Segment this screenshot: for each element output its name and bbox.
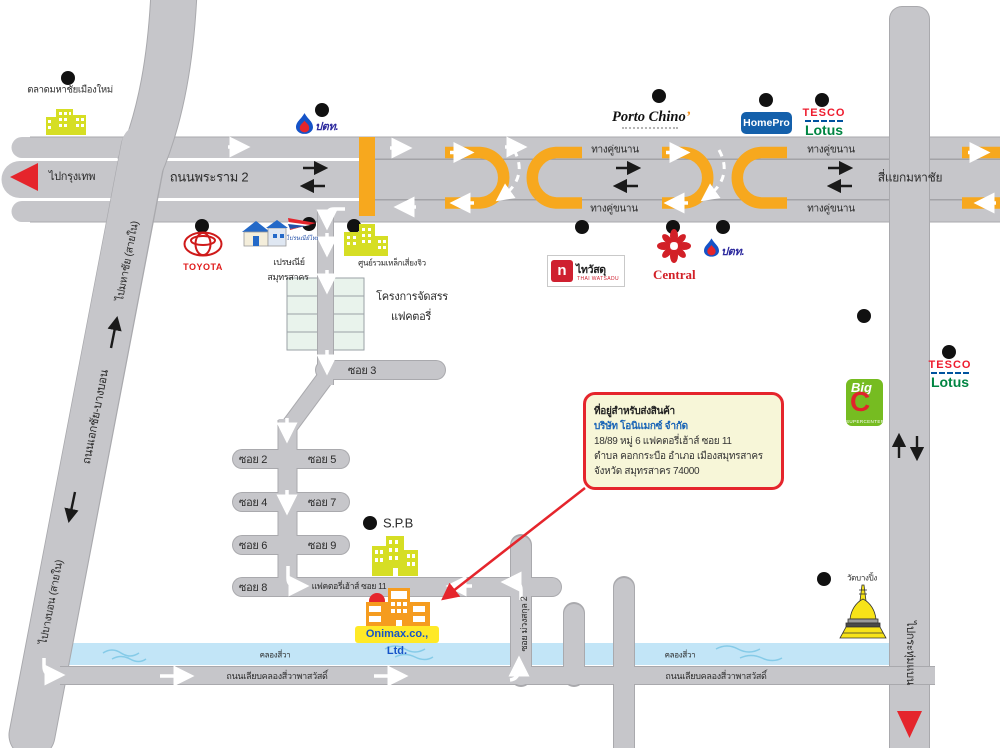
soi8-label: ซอย 8 <box>238 582 268 594</box>
poi-dots <box>61 71 956 586</box>
big-c-logo: Big C SUPERCENTER <box>846 379 883 426</box>
steel-center-building-icon <box>344 224 388 256</box>
factory-project-grid <box>286 277 365 351</box>
soi9-label: ซอย 9 <box>307 540 337 552</box>
mahachai-road <box>889 6 930 748</box>
ptt-flame-icon <box>296 113 313 134</box>
canal-waves <box>102 645 783 663</box>
canal-label-2: คลองสี่วา <box>664 650 696 660</box>
to-bangkok-label: ไปกรุงเทพ <box>48 171 96 183</box>
frontage-label-3: ทางคู่ขนาน <box>590 203 638 215</box>
post-office-icon: ไปรษณีย์ไทย <box>240 216 320 261</box>
ptt-flame-icon <box>704 238 719 257</box>
central-logo: Central <box>653 229 696 283</box>
thailand-post-label: ไปรษณีย์ไทย <box>286 234 318 242</box>
canal-road-label-2: ถนนเลียบคลองสี่วาพาสวัสดิ์ <box>665 671 767 681</box>
soi-roads <box>60 209 935 748</box>
soi5-label: ซอย 5 <box>307 454 337 466</box>
post-office-label-1: เปรษณีย์ <box>273 257 305 267</box>
central-flower-icon <box>657 229 692 263</box>
canal-road-label-1: ถนนเลียบคลองสี่วาพาสวัสดิ์ <box>226 671 328 681</box>
homepro-logo: HomePro <box>741 112 792 134</box>
market-label: ตลาดมหาชัยเมืองใหม่ <box>27 84 113 96</box>
soi3-label: ซอย 3 <box>347 365 377 377</box>
spb-building-icon <box>372 536 418 576</box>
to-krathum-baen-label: ไปกระทุ่มแบน <box>904 620 916 686</box>
delivery-address-note: ที่อยู่สำหรับส่งสินค้า บริษัท โอนิแมกซ์ … <box>583 392 784 490</box>
traffic-arrows-white <box>42 136 996 687</box>
steel-center-label: ศูนย์รวมเหล็กเสี่ยงจิว <box>358 258 426 268</box>
thai-watsadu-icon: n <box>551 260 573 282</box>
ptt-logo-2: ปตท. <box>704 238 745 260</box>
porto-chino-tagline <box>622 126 678 129</box>
post-office-label-2: สมุทรสาคร <box>267 272 309 282</box>
median-bar <box>359 137 375 216</box>
traffic-arrows-black <box>64 160 925 524</box>
soi2-label: ซอย 2 <box>238 454 268 466</box>
tesco-lotus-logo-1: TESCO Lotus <box>800 108 848 138</box>
tesco-dashes <box>800 120 848 122</box>
tesco-dashes <box>928 372 972 374</box>
market-building-icon <box>46 109 86 135</box>
canal <box>56 643 892 665</box>
south-direction-arrow <box>897 711 922 738</box>
temple-label: วัดบางปิ้ง <box>846 573 878 583</box>
factory-house-soi11-label: แฟคตอรี่เฮ้าส์ ซอย 11 <box>311 581 387 591</box>
ekkachai-road <box>8 0 198 748</box>
frontage-label-2: ทางคู่ขนาน <box>807 144 855 156</box>
toyota-logo: TOYOTA <box>183 231 223 272</box>
to-bangkok-arrow <box>10 163 38 191</box>
thai-watsadu-logo: n ไทวัสดุ THAI WATSADU <box>547 255 625 287</box>
soi6-label: ซอย 6 <box>238 540 268 552</box>
onimax-label: Onimax.co., Ltd. <box>355 626 439 657</box>
temple-icon <box>839 584 887 639</box>
soi4-label: ซอย 4 <box>238 497 268 509</box>
frontage-label-4: ทางคู่ขนาน <box>807 203 855 215</box>
spb-label: S.P.B <box>382 515 414 531</box>
note-pointer-arrow <box>441 487 586 601</box>
tesco-lotus-logo-2: TESCO Lotus <box>928 359 972 390</box>
ptt-logo-1: ปตท. <box>296 113 339 135</box>
muang-sakul-label: ซอย ม่วงสกุล 2 <box>519 596 529 652</box>
rama2-label: ถนนพระราม 2 <box>169 169 249 185</box>
soi7-label: ซอย 7 <box>307 497 337 509</box>
porto-chino-logo: Porto Chino’ <box>612 110 691 129</box>
toyota-emblem-icon <box>183 231 223 257</box>
frontage-label-1: ทางคู่ขนาน <box>591 144 639 156</box>
onimax-building-icon <box>366 588 430 628</box>
canal-label-1: คลองสี่วา <box>259 650 291 660</box>
mahachai-intersection-label: สี่แยกมหาชัย <box>877 170 943 185</box>
factory-project-label-2: แฟคตอรี่ <box>390 311 432 323</box>
factory-project-label-1: โครงการจัดสรร <box>376 291 448 303</box>
